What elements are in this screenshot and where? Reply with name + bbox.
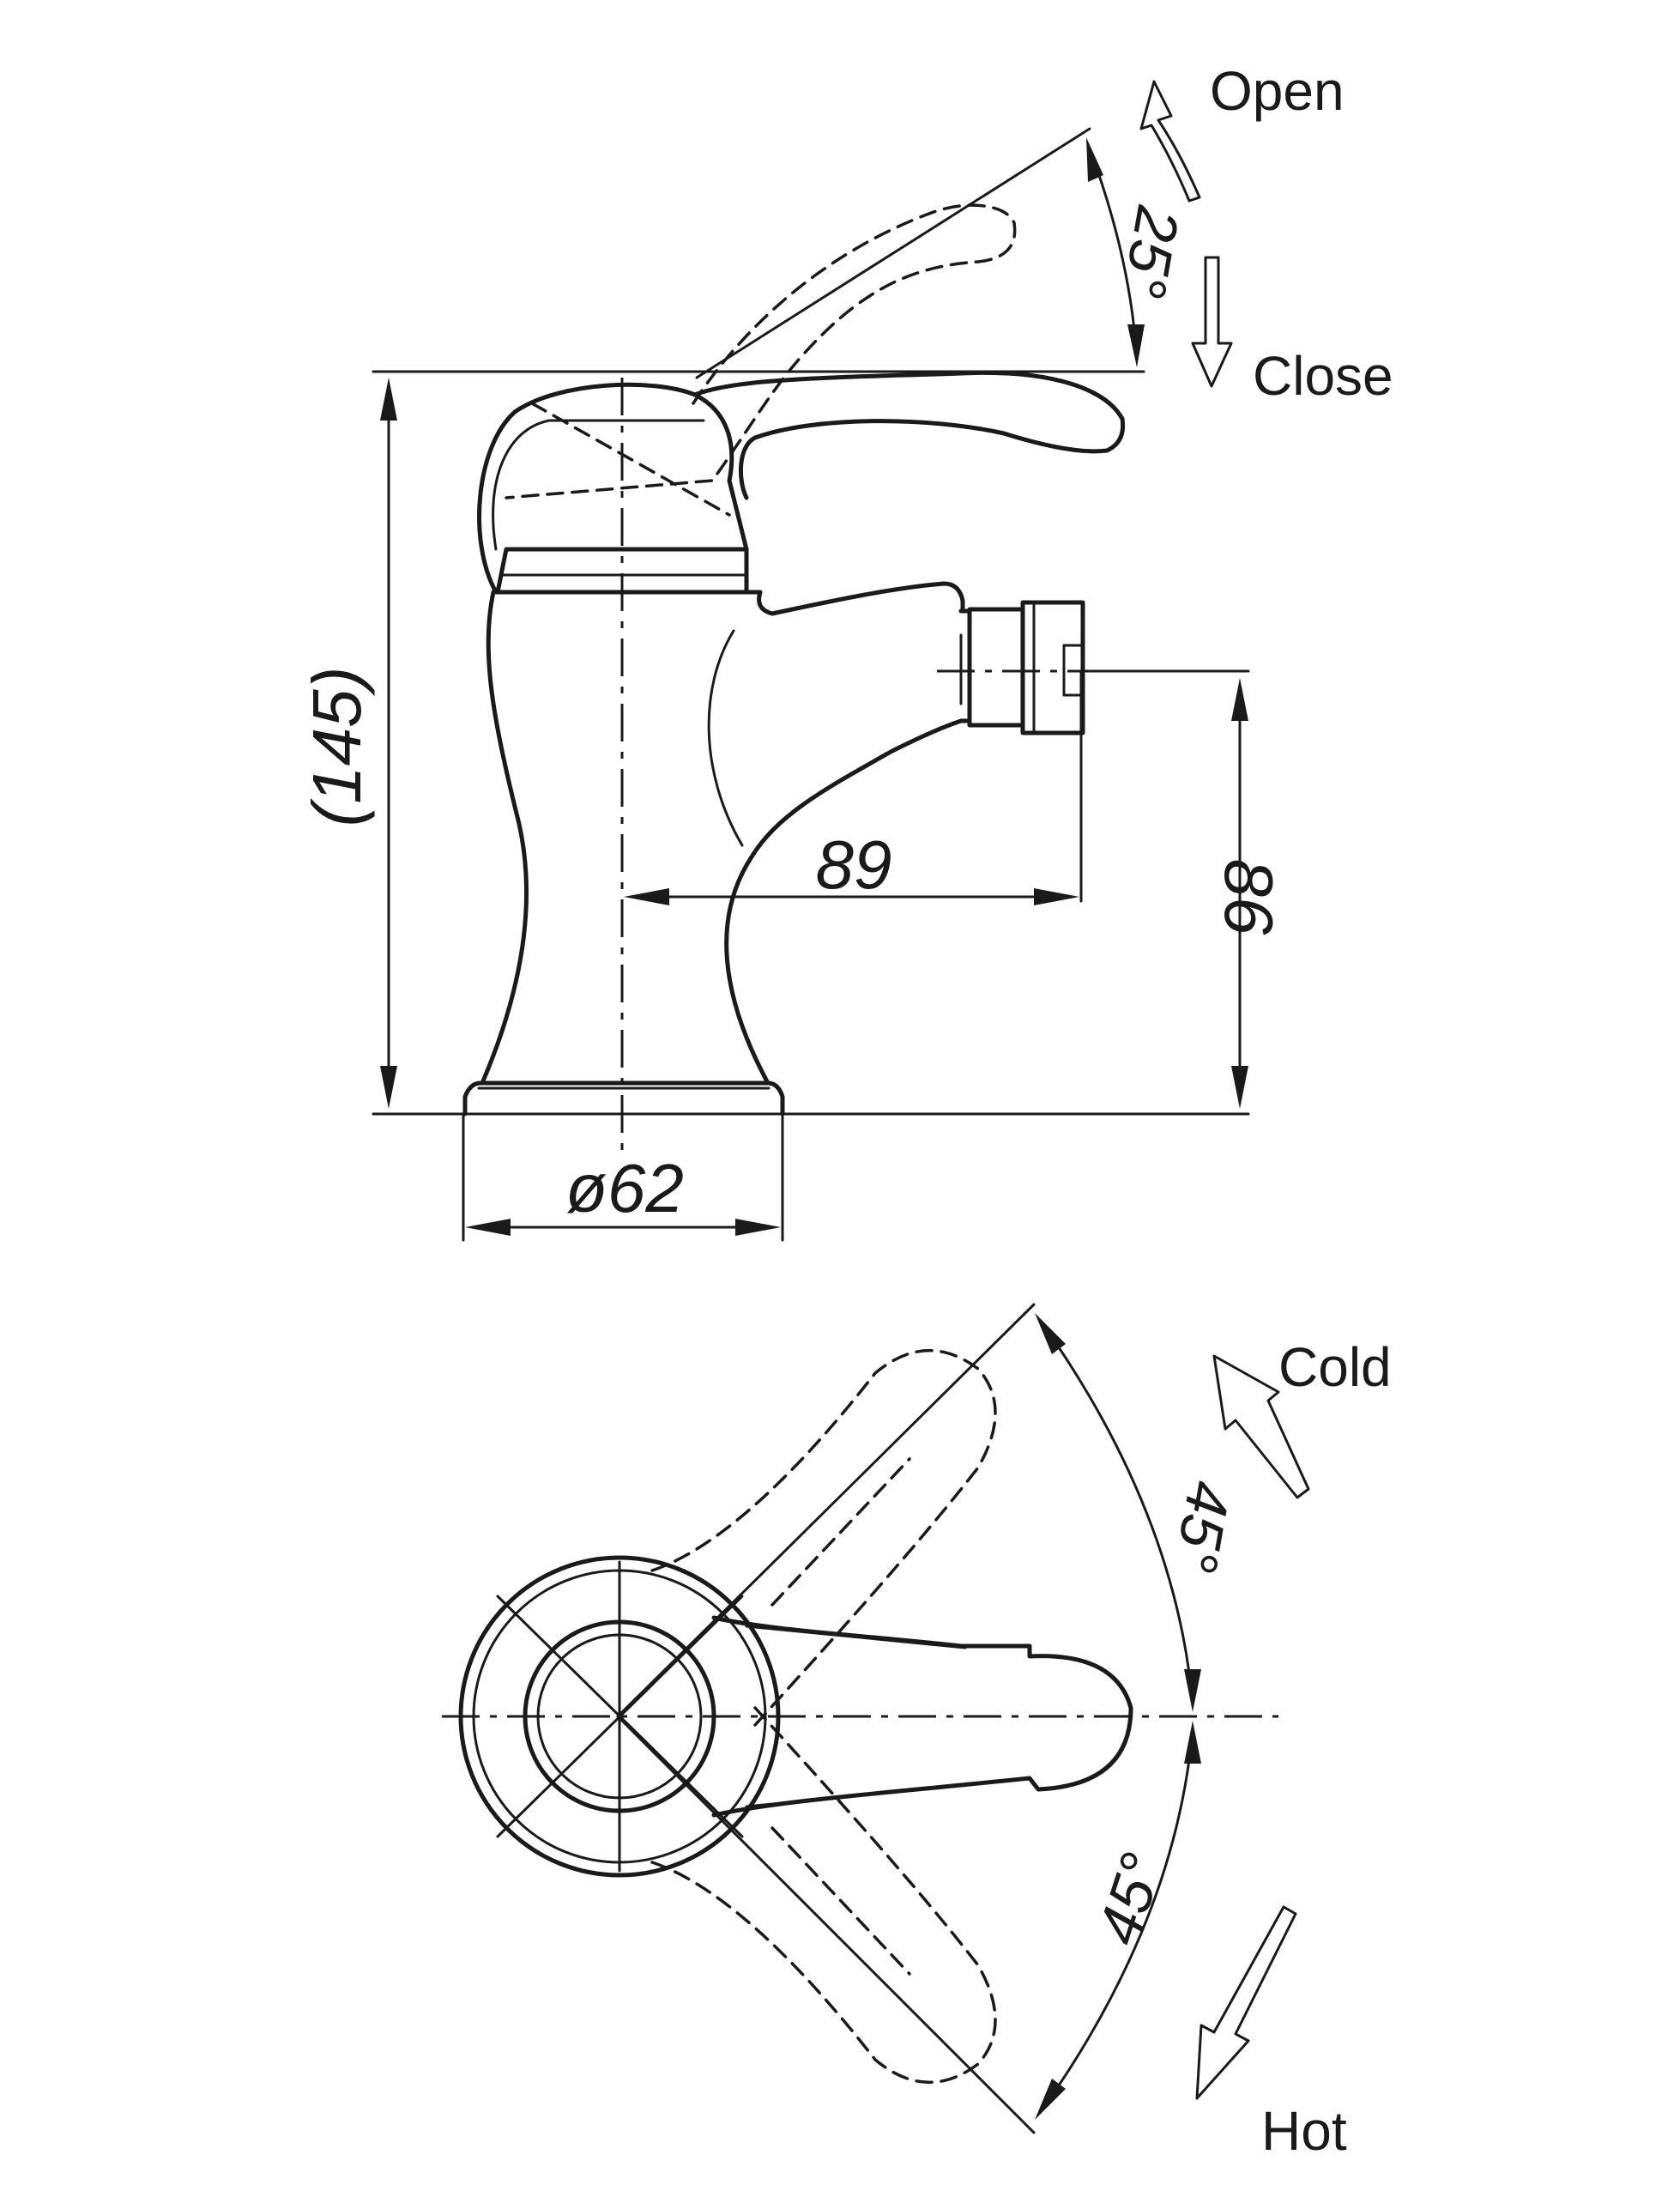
- side-view: (145) 86 89 ø62 25° Open Close: [299, 60, 1393, 1242]
- dim-lever-angle-arrow-top: [1086, 137, 1103, 182]
- cold-arrow-icon: [1212, 1354, 1310, 1499]
- dim-lever-angle-arrow-bottom: [1127, 324, 1145, 367]
- cartridge-band: [495, 547, 749, 595]
- spout-upper-profile: [491, 581, 965, 616]
- dim-base-arrow-left: [465, 1219, 511, 1236]
- dim-height-arrow-bottom: [380, 1066, 397, 1109]
- dim-outlet-height-arrow-bottom: [1231, 1066, 1248, 1109]
- top-lever-hot-inner: [771, 1826, 911, 1976]
- dim-hot-angle-arrow-top: [1184, 1721, 1201, 1764]
- top-lever-center-edge-bottom: [745, 1783, 967, 1808]
- extension-line-open-lever: [695, 127, 1091, 379]
- base-ring: [462, 1080, 785, 1117]
- dim-hot-angle-arc: [1038, 1728, 1194, 2115]
- dim-reach-label: 89: [816, 826, 892, 903]
- dim-base-label: ø62: [565, 1150, 684, 1226]
- top-diagonal-hot: [616, 1715, 1036, 2134]
- body-inner-curve: [707, 629, 744, 847]
- top-diagonal-cold: [616, 1303, 1036, 1718]
- dim-hot-angle-arrow-bottom: [1035, 2079, 1066, 2120]
- dim-cold-angle-arrow-top: [1035, 1313, 1066, 1354]
- dim-cold-angle-arc: [1038, 1318, 1194, 1705]
- hot-arrow-icon: [1195, 1905, 1297, 2100]
- label-close: Close: [1253, 345, 1393, 407]
- dim-hot-angle-label: 45°: [1085, 1845, 1176, 1952]
- outlet-nozzle-tip: [1020, 600, 1085, 735]
- label-open: Open: [1210, 60, 1345, 122]
- top-lever-cold-inner: [771, 1457, 911, 1607]
- top-outer-circle: [458, 1555, 781, 1878]
- dim-cold-angle-label: 45°: [1162, 1476, 1243, 1577]
- top-view: 45° 45° Cold Hot: [442, 1303, 1392, 2162]
- lever-closed: [692, 370, 1126, 500]
- outlet-nozzle-ring: [967, 607, 1025, 728]
- lever-open-lower: [530, 402, 731, 517]
- label-hot: Hot: [1261, 2100, 1347, 2162]
- dim-reach-arrow-right: [1034, 888, 1079, 905]
- dim-outlet-height-label: 86: [1211, 859, 1287, 935]
- body-right-profile: [724, 718, 964, 1086]
- dim-height-label: (145): [299, 667, 375, 827]
- close-arrow-icon: [1191, 256, 1233, 388]
- top-lever-hot-position: [650, 1706, 997, 2084]
- dim-lever-angle-label: 25°: [1110, 201, 1192, 303]
- dim-reach-arrow-left: [624, 888, 669, 905]
- dome-cap: [477, 382, 749, 595]
- dome-cap-inner: [492, 419, 705, 551]
- body-left-profile: [480, 590, 529, 1086]
- lever-open-position: [505, 203, 1017, 499]
- top-lever-center-edge-top: [745, 1625, 967, 1649]
- dim-height-arrow-top: [380, 378, 397, 421]
- dim-cold-angle-arrow-bottom: [1184, 1669, 1201, 1712]
- dim-outlet-height-arrow-top: [1231, 678, 1248, 721]
- top-lever-cold-position: [650, 1349, 997, 1727]
- open-arrow-icon: [1139, 80, 1201, 203]
- dim-base-arrow-right: [735, 1219, 781, 1236]
- label-cold: Cold: [1278, 1336, 1392, 1398]
